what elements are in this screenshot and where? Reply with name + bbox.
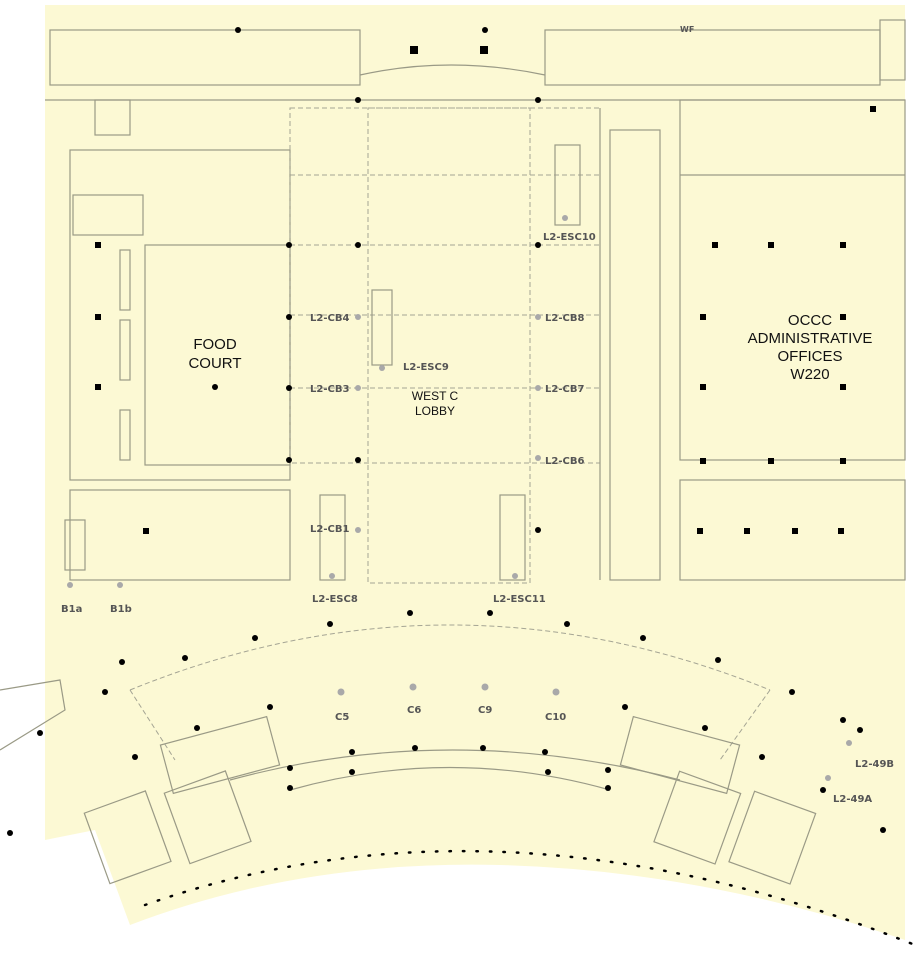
admin-offices-label: ADMINISTRATIVE	[748, 330, 873, 347]
cb8-label[interactable]: L2-CB8	[545, 313, 584, 324]
esc8-label[interactable]: L2-ESC8	[312, 594, 358, 605]
west-c-lobby-label: LOBBY	[415, 404, 455, 418]
esc11-label[interactable]: L2-ESC11	[493, 594, 546, 605]
cb6-label[interactable]: L2-CB6	[545, 456, 584, 467]
c5-label[interactable]: C5	[335, 712, 349, 723]
poi-markers[interactable]	[67, 215, 852, 781]
cb3-label[interactable]: L2-CB3	[310, 384, 349, 395]
admin-offices-area	[609, 99, 906, 581]
cb1-label[interactable]: L2-CB1	[310, 524, 349, 535]
floor-area	[45, 5, 905, 940]
l2-49a-label[interactable]: L2-49A	[833, 794, 872, 805]
cb7-label[interactable]: L2-CB7	[545, 384, 584, 395]
cb4-label[interactable]: L2-CB4	[310, 313, 349, 324]
admin-offices-label: OFFICES	[777, 348, 842, 365]
west-c-lobby-label: WEST C	[412, 389, 459, 403]
esc10-label[interactable]: L2-ESC10	[543, 232, 596, 243]
esc9-label[interactable]: L2-ESC9	[403, 362, 449, 373]
c9-label[interactable]: C9	[478, 705, 492, 716]
c6-label[interactable]: C6	[407, 705, 421, 716]
admin-offices-label: W220	[790, 366, 829, 383]
l2-49b-label[interactable]: L2-49B	[855, 759, 894, 770]
food-court-label: FOOD	[193, 336, 236, 353]
structural-columns	[7, 27, 886, 836]
b1b-label[interactable]: B1b	[110, 604, 132, 615]
food-court-label: COURT	[188, 355, 241, 372]
canopy-edge	[143, 849, 917, 947]
c10-label[interactable]: C10	[545, 712, 566, 723]
admin-offices-label: OCCC	[788, 312, 832, 329]
west-c-lobby-area	[289, 107, 601, 584]
wf-label: WF	[680, 25, 694, 34]
b1a-label[interactable]: B1a	[61, 604, 82, 615]
